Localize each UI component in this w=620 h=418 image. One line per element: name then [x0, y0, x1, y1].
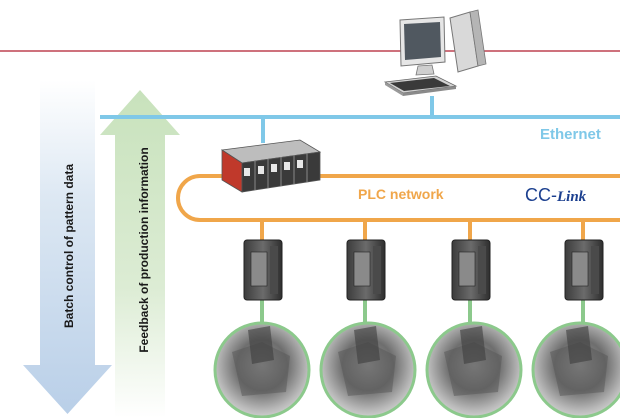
machine-3 [425, 321, 523, 418]
cc-link-prefix: CC- [525, 185, 557, 205]
remote-io-module-icon [451, 239, 491, 301]
remote-io-group-4 [564, 220, 604, 322]
machine-4 [531, 321, 620, 418]
plc-rack-icon [220, 139, 322, 193]
remote-io-group-3 [451, 220, 491, 322]
remote-io-group-2 [346, 220, 386, 322]
ethernet-label: Ethernet [540, 126, 601, 143]
desktop-computer-icon [383, 9, 487, 96]
machine-1 [213, 321, 311, 418]
machine-2 [319, 321, 417, 418]
feedback-label: Feedback of production information [137, 147, 151, 352]
remote-io-module-icon [243, 239, 283, 301]
remote-io-module-icon [564, 239, 604, 301]
cc-link-suffix: Link [556, 189, 587, 205]
remote-io-group-1 [243, 220, 283, 322]
remote-io-module-icon [346, 239, 386, 301]
batch-control-arrow [23, 80, 112, 414]
batch-control-label: Batch control of pattern data [62, 164, 76, 328]
cc-link-logo: CC-Link [525, 185, 587, 205]
plc-network-label: PLC network [358, 186, 444, 202]
plc-network-line [176, 174, 620, 222]
feedback-arrow [100, 90, 180, 418]
